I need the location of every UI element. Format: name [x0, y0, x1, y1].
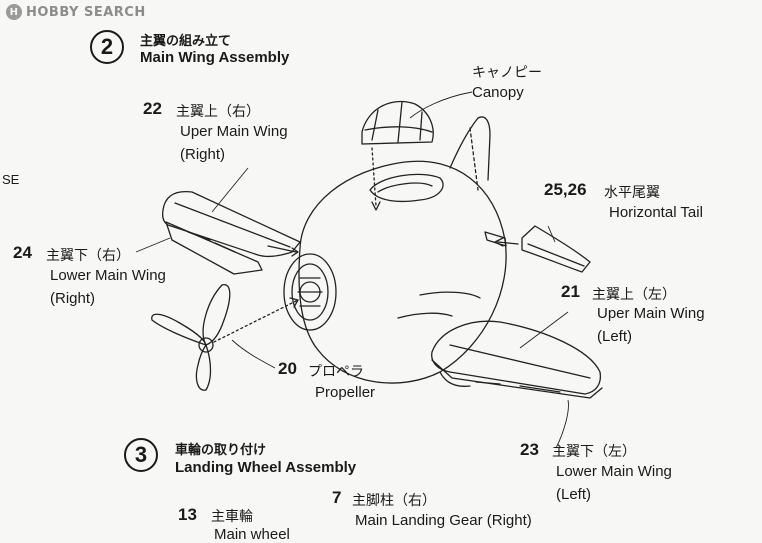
wing-23: [431, 359, 603, 399]
part-23-label-en: Lower Main Wing: [556, 463, 672, 480]
wing-22: [162, 190, 301, 258]
part-24-label-jp: 主翼下（右）: [46, 248, 130, 264]
step-3-title-en: Landing Wheel Assembly: [175, 459, 357, 476]
part-20-label-jp: プロペラ: [308, 364, 364, 380]
part-21-label-side: (Left): [597, 328, 633, 345]
part-22-label-side: (Right): [180, 146, 226, 163]
part-13-label-jp: 主車輪: [211, 509, 253, 525]
watermark: H HOBBY SEARCH: [6, 4, 146, 20]
wing-21: [431, 320, 602, 395]
canopy-label-jp: キャノピー: [472, 65, 542, 81]
step-2-title-en: Main Wing Assembly: [140, 49, 290, 66]
part-13-number: 13: [178, 505, 197, 524]
assembly-diagram: [135, 91, 603, 449]
propeller: [202, 284, 231, 346]
step-3-number: 3: [124, 438, 158, 472]
part-24-number: 24: [13, 243, 32, 262]
horizontal-tail: [521, 225, 591, 273]
part-21-label-jp: 主翼上（左）: [592, 287, 676, 303]
part-23-number: 23: [520, 440, 539, 459]
part-25-26-label-en: Horizontal Tail: [609, 204, 703, 221]
part-22-number: 22: [143, 99, 162, 118]
part-24-label-side: (Right): [50, 290, 96, 307]
part-25-26-label-jp: 水平尾翼: [604, 185, 660, 201]
part-24-label-en: Lower Main Wing: [50, 267, 166, 284]
fuselage: [298, 160, 507, 384]
part-20-label-en: Propeller: [315, 384, 376, 401]
part-7-number: 7: [332, 488, 342, 507]
watermark-text: HOBBY SEARCH: [26, 4, 146, 20]
engine-cowl: [283, 253, 337, 331]
part-22-label-jp: 主翼上（右）: [176, 104, 260, 120]
cockpit-opening: [369, 173, 444, 203]
edge-text: SE: [2, 172, 20, 187]
part-23-label-jp: 主翼下（左）: [552, 444, 636, 460]
hobby-search-logo-icon: H: [6, 4, 22, 20]
canopy-part: [361, 100, 434, 145]
step-3-title-jp: 車輪の取り付け: [175, 443, 267, 458]
part-22-label-en: Uper Main Wing: [180, 123, 288, 140]
part-21-number: 21: [561, 282, 580, 301]
step-2-number: 2: [90, 30, 124, 64]
part-7-label-jp: 主脚柱（右）: [352, 493, 436, 509]
part-21-label-en: Uper Main Wing: [597, 305, 705, 322]
part-23-label-side: (Left): [556, 486, 592, 503]
part-13-label-en: Main wheel: [214, 526, 290, 543]
part-25-26-number: 25,26: [544, 180, 587, 199]
canopy-label-en: Canopy: [472, 84, 524, 101]
part-20-number: 20: [278, 359, 297, 378]
step-2-title-jp: 主翼の組み立て: [140, 34, 232, 49]
vertical-tail: [449, 116, 491, 181]
wing-24: [165, 221, 263, 275]
part-7-label-en: Main Landing Gear (Right): [355, 512, 532, 529]
